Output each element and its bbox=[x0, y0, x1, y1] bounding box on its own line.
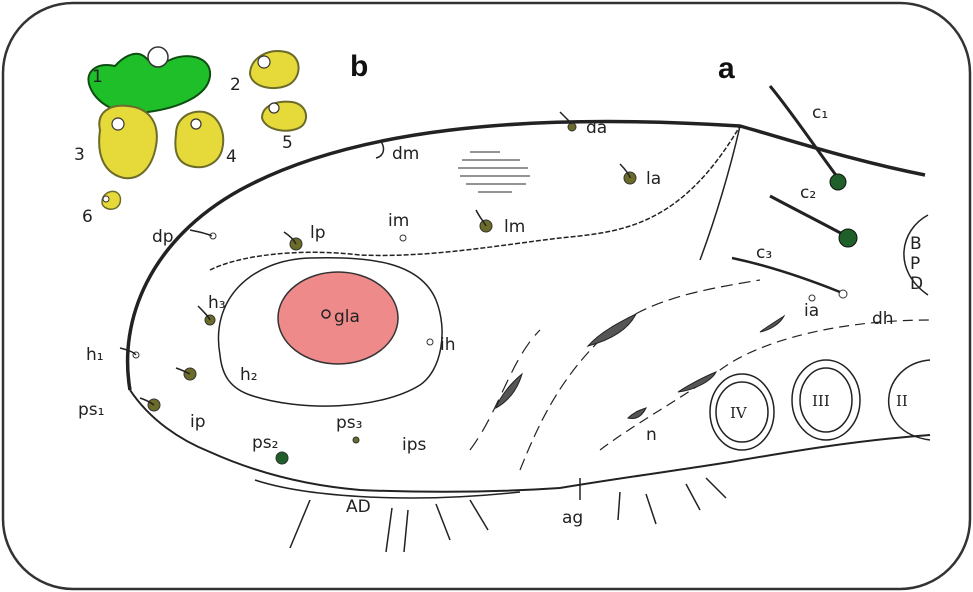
label-II: II bbox=[896, 392, 908, 410]
label-ia: ia bbox=[804, 301, 819, 321]
label-dh: dh bbox=[872, 309, 894, 329]
label-ps2: ps₂ bbox=[252, 433, 278, 453]
gland-4-pore bbox=[191, 119, 201, 129]
label-dp: dp bbox=[152, 227, 174, 247]
label-lm: lm bbox=[504, 217, 525, 237]
label-n: n bbox=[646, 425, 657, 445]
label-B: B bbox=[910, 234, 922, 254]
seta-c2-base bbox=[839, 229, 857, 247]
label-ag: ag bbox=[562, 508, 583, 528]
label-dm: dm bbox=[392, 144, 419, 164]
label-IV: IV bbox=[730, 404, 748, 422]
label-ps3: ps₃ bbox=[336, 413, 362, 433]
label-h1: h₁ bbox=[86, 345, 104, 365]
label-da: da bbox=[586, 118, 607, 138]
gland-6-number: 6 bbox=[82, 207, 93, 227]
label-im: im bbox=[388, 211, 409, 231]
label-ips: ips bbox=[402, 435, 427, 455]
label-ip: ip bbox=[190, 412, 206, 432]
label-lp: lp bbox=[310, 223, 326, 243]
panel-label-b: b bbox=[350, 50, 368, 83]
gland-2-number: 2 bbox=[230, 75, 241, 95]
label-c2: c₂ bbox=[800, 183, 816, 203]
gland-1-number: 1 bbox=[92, 67, 103, 87]
label-ps1: ps₁ bbox=[78, 400, 104, 420]
gland-3-pore bbox=[112, 118, 124, 130]
label-h2: h₂ bbox=[240, 365, 258, 385]
label-c1: c₁ bbox=[812, 103, 828, 123]
gland-3-number: 3 bbox=[74, 145, 85, 165]
label-la: la bbox=[646, 169, 661, 189]
label-P: P bbox=[910, 254, 920, 274]
label-ih: ih bbox=[440, 335, 456, 355]
gland-6-pore bbox=[103, 196, 109, 202]
gland-5-number: 5 bbox=[282, 133, 293, 153]
label-gla: gla bbox=[334, 307, 360, 327]
gla-gland: gla bbox=[278, 272, 398, 364]
label-AD: AD bbox=[346, 497, 371, 517]
gland-5-pore bbox=[269, 103, 279, 113]
gland-4-number: 4 bbox=[226, 147, 237, 167]
label-III: III bbox=[812, 392, 830, 410]
panel-label-a: a bbox=[718, 52, 735, 85]
gland-5 bbox=[262, 102, 306, 131]
label-c3: c₃ bbox=[756, 243, 772, 263]
gland-3 bbox=[99, 106, 157, 179]
seta-c1-base bbox=[830, 174, 846, 190]
gland-2-pore bbox=[258, 56, 270, 68]
label-h3: h₃ bbox=[208, 293, 226, 313]
label-D: D bbox=[910, 274, 923, 294]
gland-1-pore bbox=[148, 47, 168, 67]
